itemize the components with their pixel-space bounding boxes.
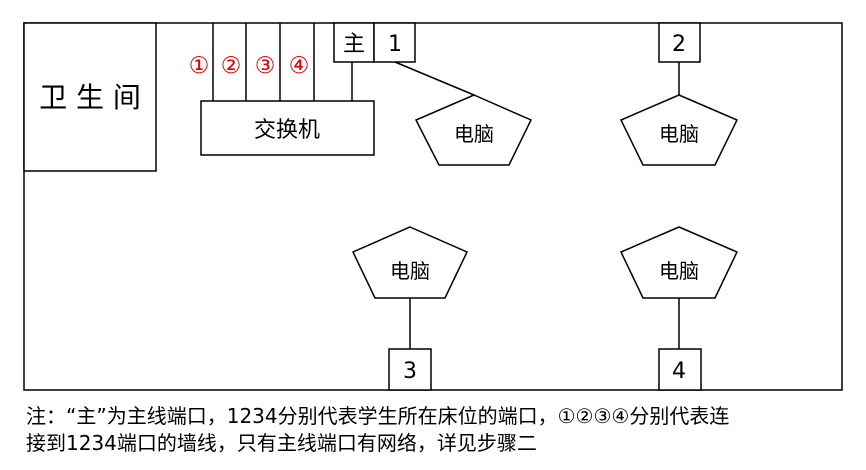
main-port-box bbox=[333, 22, 375, 63]
bathroom: 卫 生 间 bbox=[23, 22, 157, 172]
cable-label-4: ④ bbox=[289, 53, 310, 79]
switch-label: 交换机 bbox=[254, 118, 320, 143]
port-3-label: 3 bbox=[403, 359, 417, 384]
room-outline bbox=[23, 22, 843, 391]
port-1: 1 bbox=[373, 22, 416, 63]
cable-label-1: ① bbox=[189, 53, 210, 79]
computer-3: 电脑 bbox=[351, 226, 469, 299]
bathroom-box bbox=[23, 22, 157, 172]
port-4-label: 4 bbox=[672, 359, 686, 384]
switch-box bbox=[200, 100, 375, 156]
computer-1-shape bbox=[414, 94, 533, 166]
computer-2-shape bbox=[619, 94, 739, 166]
computer-1: 电脑 bbox=[414, 94, 533, 166]
note-line-1: 注：“主”为主线端口，1234分别代表学生所在床位的端口，①②③④分别代表连 bbox=[26, 404, 730, 428]
port-2-label: 2 bbox=[672, 32, 686, 57]
dorm-network-diagram: 卫 生 间 ① ② ③ ④ 交换机 主 1 电脑 2 bbox=[23, 22, 843, 391]
port-2: 2 bbox=[658, 22, 701, 63]
cable-label-3: ③ bbox=[255, 53, 276, 79]
computer-4: 电脑 bbox=[619, 226, 739, 299]
switch-cables bbox=[212, 23, 353, 101]
computer-2-label: 电脑 bbox=[659, 122, 699, 146]
main-port-label: 主 bbox=[343, 32, 365, 57]
port-1-label: 1 bbox=[388, 32, 402, 57]
bathroom-label: 卫 生 间 bbox=[39, 81, 141, 114]
diagram-note: 注：“主”为主线端口，1234分别代表学生所在床位的端口，①②③④分别代表连 接… bbox=[26, 403, 856, 457]
note-line-2: 接到1234端口的墙线，只有主线端口有网络，详见步骤二 bbox=[26, 431, 537, 455]
cable-labels: ① ② ③ ④ bbox=[189, 53, 310, 79]
computer-4-label: 电脑 bbox=[659, 259, 699, 283]
network-switch: 交换机 bbox=[200, 100, 375, 156]
port-3: 3 bbox=[388, 348, 432, 391]
port-1-box bbox=[373, 22, 416, 63]
port-3-box bbox=[388, 348, 432, 391]
computer-1-label: 电脑 bbox=[454, 122, 494, 146]
port-4: 4 bbox=[658, 348, 702, 391]
main-port: 主 bbox=[333, 22, 375, 63]
port-1-link bbox=[394, 61, 475, 96]
computer-2: 电脑 bbox=[619, 94, 739, 166]
computer-3-label: 电脑 bbox=[390, 259, 430, 283]
port-4-box bbox=[658, 348, 702, 391]
cable-label-2: ② bbox=[221, 53, 242, 79]
